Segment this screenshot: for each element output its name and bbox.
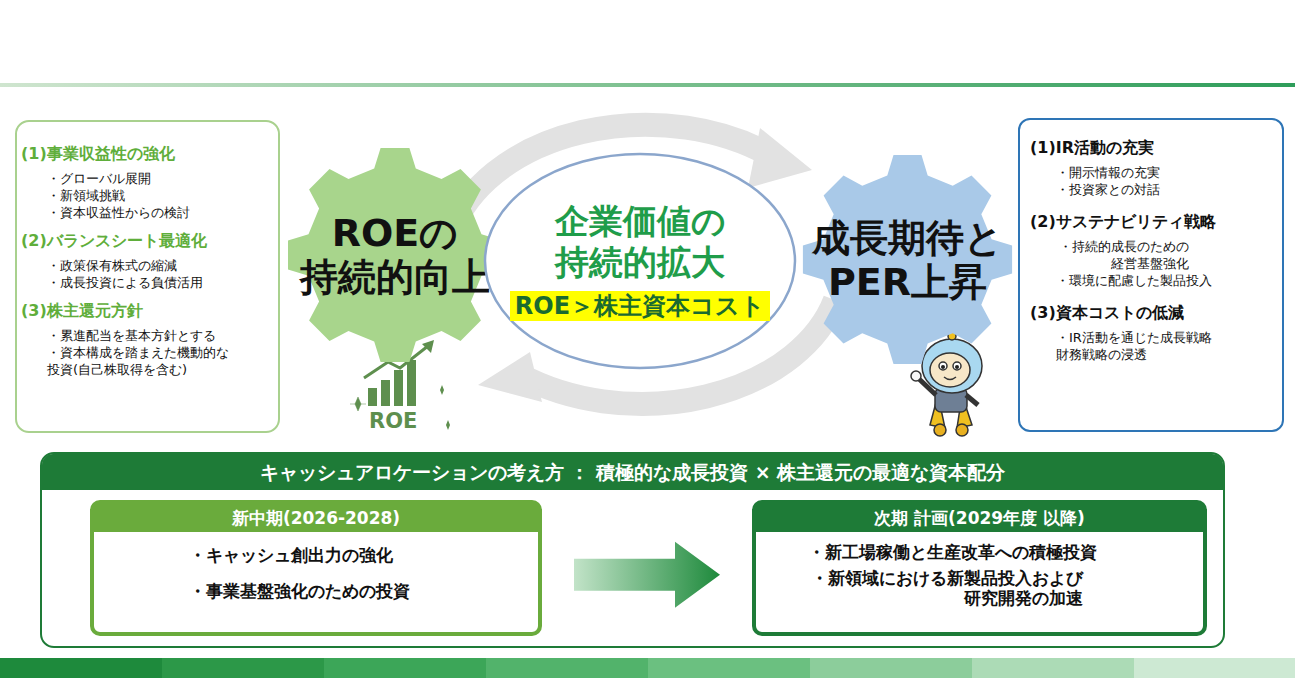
bullet-item: ・開示情報の充実 [1030, 164, 1274, 181]
gear-per: 成長期待と PER上昇 [800, 152, 1015, 367]
icon-label: ROE [369, 409, 417, 433]
section-heading: (1)事業収益性の強化 [21, 144, 270, 164]
ellipse-title: 企業価値の 持続的拡大 [553, 201, 727, 283]
bullet-item: ・環境に配慮した製品投入 [1030, 272, 1274, 289]
cash-allocation-panel: キャッシュアロケーションの考え方 ： 積極的な成長投資 × 株主還元の最適な資本… [40, 452, 1225, 648]
bullet-item: ・新工場稼働と生産改革への積極投資 [756, 542, 1203, 562]
bullet-item: ・累進配当を基本方針とする [21, 327, 270, 344]
panel-header: キャッシュアロケーションの考え方 ： 積極的な成長投資 × 株主還元の最適な資本… [42, 454, 1223, 490]
cycle-arrowhead [748, 128, 812, 188]
bullet-item: ・グローバル展開 [21, 170, 270, 187]
bullet-item: ・事業基盤強化のための投資 [94, 580, 538, 602]
bullet-item: ・持続的成長のための 経営基盤強化 [1030, 238, 1189, 272]
bullet-item: ・キャッシュ創出力の強化 [94, 544, 538, 566]
gear-roe: ROEの 持続的向上 [285, 145, 505, 365]
block-arrow [574, 542, 720, 608]
box-header: 新中期(2026-2028) [94, 504, 538, 532]
bullet-item: ・IR活動を通じた成長戦略 財務戦略の浸透 [1030, 329, 1215, 363]
bullet-item: ・政策保有株式の縮減 [21, 257, 270, 274]
midterm-box: 新中期(2026-2028) ・キャッシュ創出力の強化・事業基盤強化のための投資 [90, 500, 542, 636]
cycle-arrows [452, 125, 835, 404]
highlight-formula: ROE＞株主資本コスト [510, 291, 770, 321]
bullet-item: ・資本収益性からの検討 [21, 204, 270, 221]
bullet-item: ・新領域における新製品投入および 研究開発の加速 [756, 568, 1083, 608]
gear-label: ROEの 持続的向上 [298, 211, 492, 299]
bullet-item: ・新領域挑戦 [21, 187, 270, 204]
policy-box: (1)事業収益性の強化・グローバル展開・新領域挑戦・資本収益性からの検討 (2)バ… [15, 120, 280, 433]
next-plan-box: 次期 計画(2029年度 以降) ・新工場稼働と生産改革への積極投資・新領域におけ… [752, 500, 1207, 636]
section-heading: (3)資本コストの低減 [1030, 303, 1274, 323]
section-heading: (2)サステナビリティ戦略 [1030, 212, 1274, 232]
gear-body [288, 148, 502, 362]
section-heading: (1)IR活動の充実 [1030, 138, 1274, 158]
gear-body [803, 155, 1012, 364]
bullet-item: ・資本構成を踏まえた機動的な 投資(自己株取得を含む) [21, 344, 232, 378]
ellipse-outline [485, 154, 795, 368]
center-ellipse: 企業価値の 持続的拡大 ROE＞株主資本コスト [483, 152, 797, 370]
gear-label: 成長期待と PER上昇 [811, 216, 1005, 304]
box-header: 次期 計画(2029年度 以降) [756, 504, 1203, 532]
section-heading: (2)バランスシート最適化 [21, 231, 270, 251]
top-rule [0, 83, 1295, 87]
ir-box: (1)IR活動の充実・開示情報の充実・投資家との対話(2)サステナビリティ戦略・… [1018, 118, 1284, 432]
bullet-item: ・成長投資による負債活用 [21, 274, 270, 291]
bullet-item: ・投資家との対話 [1030, 181, 1274, 198]
cycle-arrowhead [478, 352, 542, 402]
section-heading: (3)株主還元方針 [21, 301, 270, 321]
bottom-stripe [0, 658, 1295, 678]
